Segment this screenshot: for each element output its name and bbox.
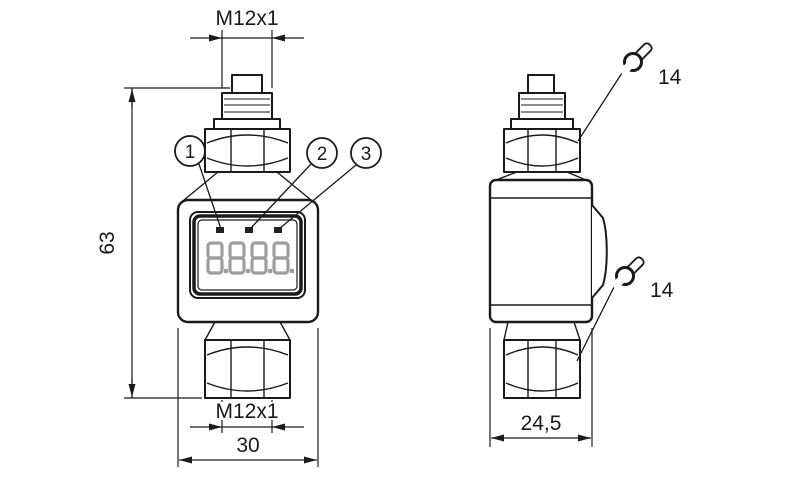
front-view bbox=[176, 74, 320, 399]
dimension-thread-bottom: M12x1 bbox=[190, 400, 304, 433]
callout-2-leader bbox=[249, 163, 312, 230]
dim-label-thread-bottom: M12x1 bbox=[215, 400, 278, 423]
wrench-size-bottom-label: 14 bbox=[650, 279, 674, 302]
wrench-icon-top bbox=[618, 42, 653, 77]
wrench-annotation-bottom: 14 bbox=[576, 256, 674, 362]
dim-label-thread-top: M12x1 bbox=[215, 7, 278, 30]
callout-3-number: 3 bbox=[361, 144, 372, 165]
wrench-bottom-leader bbox=[576, 286, 615, 362]
wrench-size-top-label: 14 bbox=[658, 66, 682, 89]
callout-1-number: 1 bbox=[185, 142, 196, 163]
side-mounting-clip bbox=[591, 204, 608, 299]
dim-label-height: 63 bbox=[96, 231, 119, 254]
dimension-thread-top: M12x1 bbox=[190, 7, 304, 88]
callout-3-balloon: 3 bbox=[350, 137, 382, 169]
led-indicator-2 bbox=[245, 227, 253, 233]
dimension-height: 63 bbox=[96, 87, 230, 399]
callout-2-balloon: 2 bbox=[306, 137, 338, 169]
wrench-top-leader bbox=[577, 72, 623, 142]
front-bottom-shoulder bbox=[204, 321, 291, 341]
side-top-thread-hatch bbox=[521, 98, 563, 113]
callout-3-leader bbox=[278, 164, 357, 230]
wrench-annotation-top: 14 bbox=[577, 42, 682, 142]
dimension-depth: 24,5 bbox=[489, 328, 593, 447]
side-top-washer bbox=[510, 118, 574, 130]
callout-1-balloon: 1 bbox=[174, 135, 206, 167]
side-view bbox=[488, 74, 608, 399]
front-top-thread-hatch bbox=[224, 98, 270, 113]
side-bottom-shoulder bbox=[503, 321, 581, 341]
front-bottom-hex-nut bbox=[204, 339, 291, 399]
callouts: 1 2 3 bbox=[174, 135, 382, 230]
front-top-thread bbox=[221, 92, 273, 120]
side-body bbox=[488, 178, 594, 324]
side-bottom-hex-nut bbox=[503, 339, 581, 399]
side-top-hex-nut bbox=[503, 128, 581, 173]
led-indicator-3 bbox=[274, 227, 282, 233]
dimension-width: 30 bbox=[177, 328, 319, 467]
display-digit bbox=[228, 241, 250, 275]
dim-label-depth: 24,5 bbox=[521, 412, 562, 435]
callout-2-number: 2 bbox=[317, 144, 328, 165]
front-top-shoulder bbox=[183, 171, 312, 201]
front-top-hex-nut bbox=[204, 128, 291, 173]
led-indicator-1 bbox=[216, 227, 224, 233]
display-digit bbox=[250, 241, 272, 275]
wrench-icon-bottom bbox=[610, 256, 645, 291]
side-top-thread bbox=[518, 92, 566, 120]
side-top-pilot bbox=[527, 74, 555, 94]
front-top-washer bbox=[213, 118, 281, 130]
display-digit bbox=[272, 241, 294, 275]
callout-1-leader bbox=[198, 163, 222, 230]
side-top-shoulder bbox=[495, 171, 587, 181]
front-top-pilot bbox=[231, 74, 263, 94]
dim-label-width: 30 bbox=[236, 434, 259, 457]
display-digit bbox=[206, 241, 228, 275]
display bbox=[189, 211, 306, 299]
